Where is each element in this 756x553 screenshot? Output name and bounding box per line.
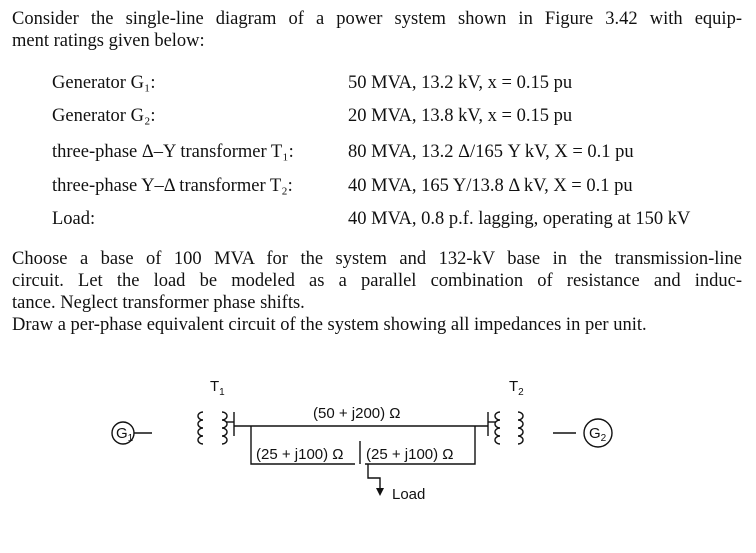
line-top-impedance: (50 + j200) Ω (313, 405, 401, 422)
body-line-3: tance. Neglect transformer phase shifts. (12, 293, 305, 313)
problem-body: Choose a base of 100 MVA for the system … (12, 248, 742, 336)
load-label: Load (392, 486, 425, 503)
body-line-2: circuit. Let the load be modeled as a pa… (12, 271, 742, 291)
body-line-1: Choose a base of 100 MVA for the system … (12, 249, 742, 269)
t1-primary-coil (197, 411, 204, 445)
spec-label: three-phase Δ–Y transformer T₁: (52, 142, 294, 162)
problem-intro: Consider the single-line diagram of a po… (12, 8, 742, 52)
g1-label: G1 (116, 425, 134, 444)
t2-label: T2 (509, 378, 524, 398)
intro-line-2: ment ratings given below: (12, 31, 205, 51)
spec-label: Generator G₂: (52, 106, 156, 126)
generator-g2-symbol (583, 418, 613, 448)
t1-secondary-coil (221, 411, 228, 445)
spec-value: 20 MVA, 13.8 kV, x = 0.15 pu (348, 106, 573, 126)
line-right (365, 426, 476, 465)
line-left (250, 426, 355, 465)
load-drop (367, 464, 381, 490)
spec-value: 80 MVA, 13.2 Δ/165 Y kV, X = 0.1 pu (348, 142, 634, 162)
spec-label: three-phase Y–Δ transformer T₂: (52, 176, 293, 196)
intro-line-1: Consider the single-line diagram of a po… (12, 9, 742, 29)
spec-value: 40 MVA, 165 Y/13.8 Δ kV, X = 0.1 pu (348, 176, 633, 196)
spec-label: Generator G₁: (52, 73, 156, 93)
spec-label: Load: (52, 209, 96, 229)
line-left-impedance: (25 + j100) Ω (256, 446, 344, 463)
line-right-impedance: (25 + j100) Ω (366, 446, 454, 463)
single-line-diagram: T1 T2 G1 G2 (50 + j200) Ω (25 + j100) Ω … (111, 378, 613, 503)
spec-value: 50 MVA, 13.2 kV, x = 0.15 pu (348, 73, 573, 93)
load-arrow-icon (376, 488, 384, 496)
t2-primary-coil (494, 411, 501, 445)
g2-label: G2 (589, 425, 607, 444)
t1-label: T1 (210, 378, 225, 398)
t2-secondary-coil (517, 411, 524, 445)
spec-value: 40 MVA, 0.8 p.f. lagging, operating at 1… (348, 209, 691, 229)
body-line-4: Draw a per-phase equivalent circuit of t… (12, 315, 647, 335)
